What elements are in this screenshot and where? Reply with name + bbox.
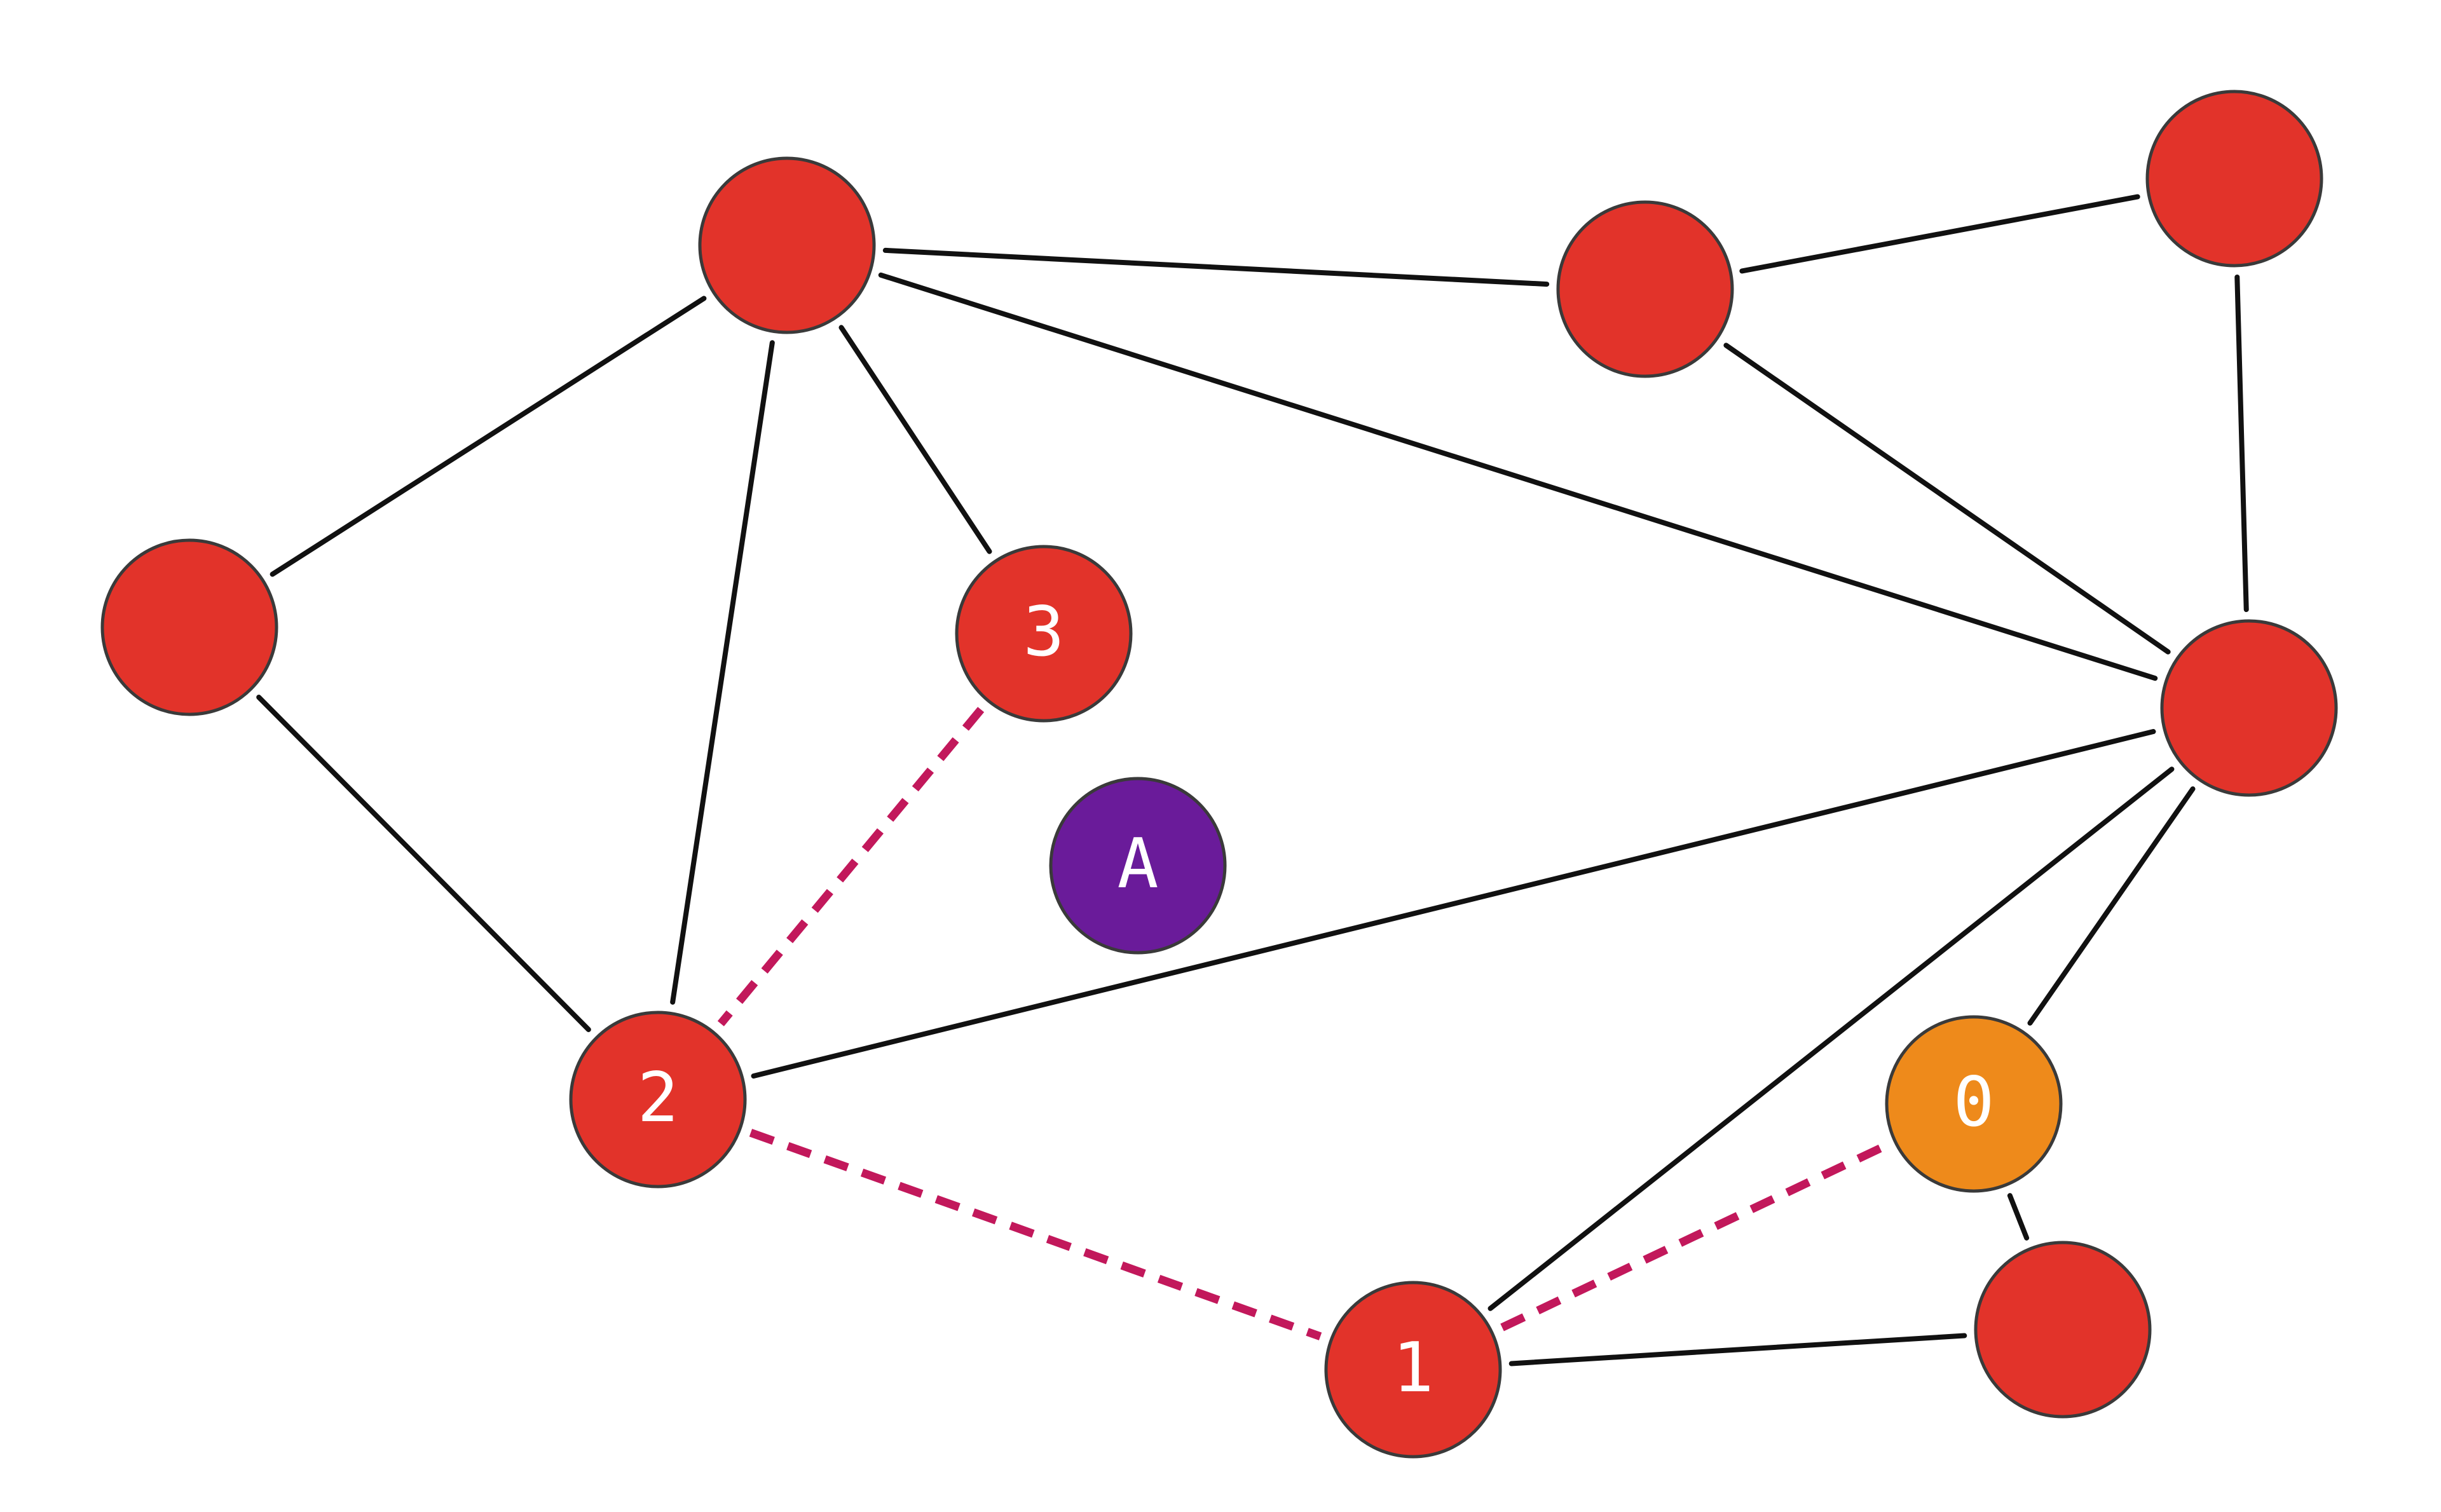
node-circle <box>2160 619 2338 797</box>
node-3: 3 <box>955 545 1133 723</box>
node-2: 2 <box>569 1011 747 1188</box>
node-right <box>2160 619 2338 797</box>
edge-n-top-left-n-top-mid <box>882 247 1550 287</box>
node-label: 1 <box>1392 1328 1433 1408</box>
edge-n-top-left-n-2 <box>670 340 775 1005</box>
edge-n-1-n-bottom-right <box>1508 1333 1967 1366</box>
node-circle <box>569 1011 747 1188</box>
nodes-layer: 3A 2 0 1 <box>100 90 2338 1459</box>
node-label: 0 <box>1953 1063 1994 1142</box>
node-top-left <box>698 156 876 334</box>
node-circle <box>100 538 278 716</box>
node-circle <box>2145 90 2323 268</box>
edge-n-2-n-right <box>751 729 2156 1079</box>
edge-n-top-mid-n-top-right <box>1739 194 2140 274</box>
node-circle <box>1324 1281 1502 1459</box>
edges-layer <box>256 194 2249 1366</box>
edge-n-top-left-n-right <box>878 272 2158 681</box>
node-circle <box>1556 200 1734 378</box>
node-circle <box>698 156 876 334</box>
node-label: 2 <box>637 1058 678 1138</box>
node-0: 0 <box>1885 1015 2063 1193</box>
node-bottom-right <box>1974 1241 2152 1419</box>
edge-n-top-mid-n-right <box>1723 343 2171 655</box>
node-circle <box>1974 1241 2152 1419</box>
edge-n-right-n-1 <box>1487 766 2175 1311</box>
path-edge-n-2-n-1 <box>749 1129 1322 1340</box>
node-circle <box>1049 777 1227 955</box>
node-label: 3 <box>1023 592 1064 672</box>
edge-n-0-n-bottom-right <box>2007 1193 2030 1241</box>
edge-n-top-left-n-left <box>270 296 707 577</box>
node-left <box>100 538 278 716</box>
node-A: A <box>1049 777 1227 955</box>
node-1: 1 <box>1324 1281 1502 1459</box>
edge-n-top-right-n-right <box>2234 274 2249 613</box>
node-top-mid <box>1556 200 1734 378</box>
node-top-right <box>2145 90 2323 268</box>
node-label: A <box>1117 824 1158 904</box>
path-edge-n-3-n-2 <box>717 707 985 1026</box>
edge-n-left-n-2 <box>256 695 591 1032</box>
path-edge-n-1-n-0 <box>1500 1142 1887 1332</box>
node-circle <box>1885 1015 2063 1193</box>
edge-n-top-left-n-3 <box>838 325 992 554</box>
node-circle <box>955 545 1133 723</box>
edge-n-right-n-0 <box>2027 786 2196 1026</box>
